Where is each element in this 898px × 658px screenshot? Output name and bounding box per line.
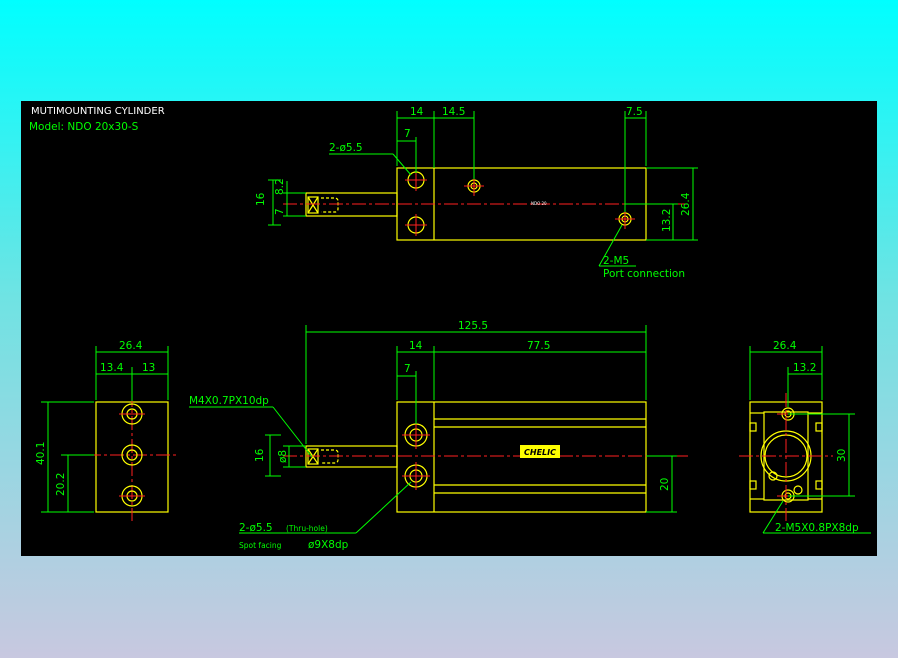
spot-facing-value: ø9X8dp (308, 539, 349, 551)
left-dim-40-1: 40.1 (35, 442, 47, 465)
left-dim-13-4: 13.4 (100, 362, 124, 374)
drawing-title: MUTIMOUNTING CYLINDER (31, 106, 165, 117)
front-view: CHELIC 125.5 14 77.5 7 16 ø8 (189, 320, 689, 551)
cad-drawing-frame: MUTIMOUNTING CYLINDER Model: NDO 20x30-S… (21, 101, 877, 556)
top-body-text: NDO 20 (531, 201, 547, 206)
top-dim-16: 16 (255, 192, 267, 206)
front-dim-7: 7 (404, 363, 411, 375)
top-port-callout: 2-M5 (603, 255, 629, 267)
front-dim-rod-dia: ø8 (277, 450, 289, 463)
front-dim-125-5: 125.5 (458, 320, 488, 332)
top-view: NDO 20 14 14.5 7.5 7 2-ø5.5 (255, 106, 698, 280)
top-hole-callout: 2-ø5.5 (329, 142, 363, 154)
top-dim-13-2: 13.2 (661, 209, 673, 232)
right-dim-13-2: 13.2 (793, 362, 816, 374)
top-dim-14-5: 14.5 (442, 106, 465, 118)
top-dim-14: 14 (410, 106, 424, 118)
top-dim-7-5: 7.5 (626, 106, 643, 118)
cad-drawing: MUTIMOUNTING CYLINDER Model: NDO 20x30-S… (29, 106, 871, 551)
front-dim-20: 20 (659, 478, 671, 491)
brand-badge-text: CHELIC (524, 448, 556, 457)
right-dim-26-4: 26.4 (773, 340, 797, 352)
model-label: Model: NDO 20x30-S (29, 121, 139, 133)
left-view: 26.4 13.4 13 40.1 20.2 (35, 340, 177, 521)
right-dim-30: 30 (836, 449, 848, 462)
front-dim-14: 14 (409, 340, 423, 352)
thread-callout: M4X0.7PX10dp (189, 395, 269, 407)
top-dim-8-2: 8.2 (274, 178, 286, 195)
left-dim-20-2: 20.2 (55, 473, 67, 496)
front-hole-note: (Thru-hole) (286, 524, 328, 533)
left-hole-2 (121, 444, 143, 466)
left-dim-26-4: 26.4 (119, 340, 143, 352)
spot-facing-label: Spot facing (239, 541, 282, 550)
right-view: 26.4 13.2 30 2-M5X0.8PX8dp (739, 340, 871, 534)
top-dim-26-4: 26.4 (680, 192, 692, 216)
right-callout: 2-M5X0.8PX8dp (775, 522, 859, 534)
front-dim-16: 16 (254, 448, 266, 462)
top-dim-7: 7 (404, 128, 411, 140)
front-hole-callout: 2-ø5.5 (239, 522, 273, 534)
left-dim-13: 13 (142, 362, 155, 374)
brand-badge (520, 445, 560, 458)
front-dim-77-5: 77.5 (527, 340, 550, 352)
top-port-note: Port connection (603, 268, 685, 280)
top-dim-7-small: 7 (274, 208, 286, 215)
